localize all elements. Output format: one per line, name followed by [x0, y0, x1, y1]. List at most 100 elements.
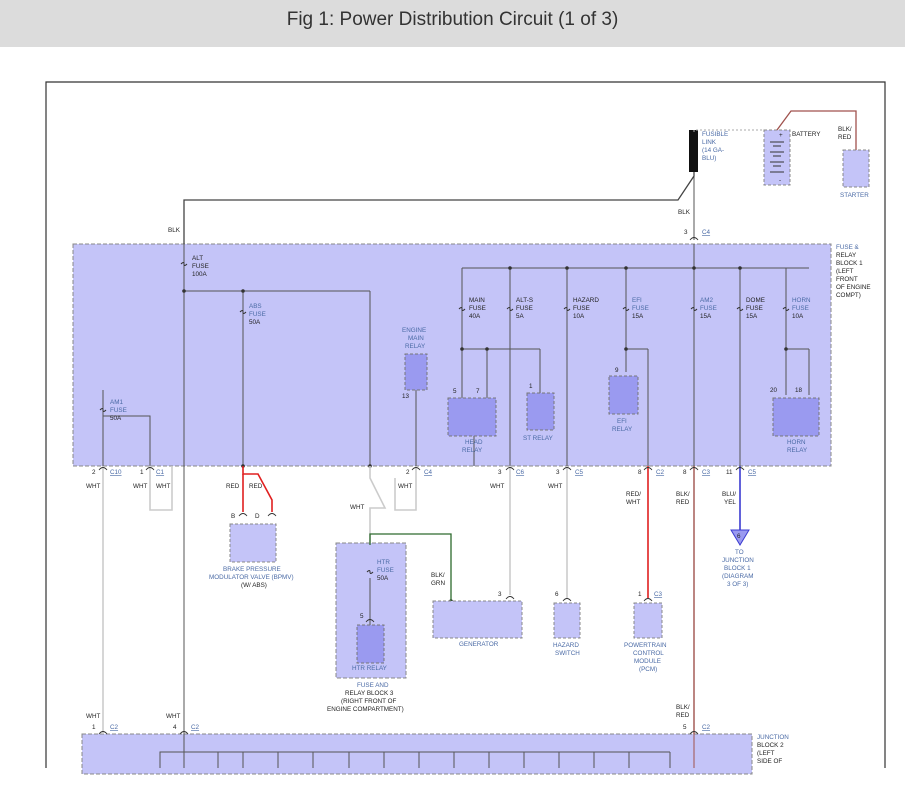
svg-text:DOME: DOME: [746, 297, 765, 304]
svg-text:MAIN: MAIN: [469, 297, 485, 304]
svg-text:1: 1: [638, 591, 642, 598]
engine-main-relay: ENGINE MAIN RELAY 13: [402, 327, 428, 400]
svg-text:FUSE: FUSE: [632, 305, 649, 312]
fusible-link: FUSIBLE LINK (14 GA- BLU): [689, 130, 728, 240]
svg-text:C2: C2: [191, 724, 200, 731]
svg-text:3: 3: [498, 591, 502, 598]
svg-text:SWITCH: SWITCH: [555, 650, 580, 657]
svg-text:2: 2: [92, 469, 96, 476]
svg-text:ALT-S: ALT-S: [516, 297, 533, 304]
svg-text:HEAD: HEAD: [465, 439, 483, 446]
svg-text:13: 13: [402, 393, 410, 400]
head-relay: 5 7 HEAD RELAY: [447, 388, 497, 454]
svg-text:GENERATOR: GENERATOR: [459, 641, 499, 648]
svg-text:20: 20: [770, 387, 778, 394]
svg-text:FUSE AND: FUSE AND: [357, 682, 389, 689]
svg-text:RELAY BLOCK 3: RELAY BLOCK 3: [345, 690, 394, 697]
svg-text:(LEFT: (LEFT: [836, 268, 854, 275]
svg-text:FUSE: FUSE: [573, 305, 590, 312]
svg-text:RED: RED: [838, 134, 852, 141]
svg-text:BLOCK 2: BLOCK 2: [757, 742, 784, 749]
svg-text:RED/: RED/: [626, 491, 641, 498]
svg-text:ABS: ABS: [249, 303, 262, 310]
to-junction-block-1: 6 TO JUNCTION BLOCK 1 (DIAGRAM 3 OF 3): [722, 529, 754, 588]
svg-text:AM1: AM1: [110, 399, 123, 406]
svg-text:LINK: LINK: [702, 139, 717, 146]
svg-text:EFI: EFI: [617, 418, 627, 425]
wire-blk-main: [183, 172, 695, 244]
svg-text:BLK/: BLK/: [676, 704, 690, 711]
junction-block-2-labels: WHT WHT 1 C2 4 C2 BLK/ RED 5 C2 JUNCTION…: [86, 704, 789, 765]
svg-text:(PCM): (PCM): [639, 666, 657, 673]
svg-text:BLU): BLU): [702, 155, 716, 162]
svg-text:C3: C3: [654, 591, 663, 598]
svg-text:RED: RED: [249, 483, 263, 490]
svg-text:RELAY: RELAY: [405, 343, 426, 350]
powertrain-control-module: 1 C3 POWERTRAIN CONTROL MODULE (PCM): [624, 591, 667, 673]
svg-text:HAZARD: HAZARD: [573, 297, 599, 304]
svg-text:POWERTRAIN: POWERTRAIN: [624, 642, 667, 649]
svg-text:WHT: WHT: [156, 483, 170, 490]
svg-text:STARTER: STARTER: [840, 192, 869, 199]
svg-text:50A: 50A: [110, 415, 122, 422]
connector-row: 2 C10 1 C1 2 C4 3 C6 3 C5 8 C2 8 C3 11 C…: [92, 469, 757, 476]
svg-text:WHT: WHT: [490, 483, 504, 490]
svg-text:C3: C3: [702, 469, 711, 476]
svg-text:COMPT): COMPT): [836, 292, 861, 299]
svg-text:BRAKE PRESSURE: BRAKE PRESSURE: [223, 566, 281, 573]
st-relay: 1 ST RELAY: [523, 383, 555, 442]
svg-text:RED: RED: [226, 483, 240, 490]
svg-text:C1: C1: [156, 469, 165, 476]
svg-text:SIDE OF: SIDE OF: [757, 758, 782, 765]
svg-text:11: 11: [726, 469, 733, 476]
svg-text:FUSE: FUSE: [192, 263, 209, 270]
svg-text:4: 4: [173, 724, 177, 731]
svg-text:8: 8: [638, 469, 642, 476]
svg-text:RED: RED: [676, 499, 690, 506]
generator: 3 GENERATOR: [432, 591, 523, 648]
svg-text:1: 1: [92, 724, 96, 731]
svg-text:5: 5: [360, 613, 364, 620]
svg-text:ENGINE: ENGINE: [402, 327, 426, 334]
svg-text:EFI: EFI: [632, 297, 642, 304]
svg-text:FUSE: FUSE: [516, 305, 533, 312]
svg-text:C2: C2: [656, 469, 665, 476]
svg-text:BLK: BLK: [168, 227, 181, 234]
svg-text:3: 3: [684, 229, 688, 236]
svg-text:C10: C10: [110, 469, 122, 476]
svg-text:RELAY: RELAY: [787, 447, 808, 454]
svg-text:FUSE: FUSE: [377, 567, 394, 574]
svg-text:B: B: [231, 513, 235, 520]
svg-text:1: 1: [529, 383, 533, 390]
svg-text:RELAY: RELAY: [836, 252, 857, 259]
svg-text:C4: C4: [702, 229, 711, 236]
wire-labels: WHT WHT WHT RED RED WHT WHT WHT WHT RED/…: [86, 483, 736, 587]
svg-text:10A: 10A: [792, 313, 804, 320]
svg-text:6: 6: [737, 533, 741, 540]
svg-text:100A: 100A: [192, 271, 208, 278]
svg-text:WHT: WHT: [548, 483, 562, 490]
svg-text:D: D: [255, 513, 260, 520]
svg-text:BLK/: BLK/: [676, 491, 690, 498]
lower-wiring: [102, 466, 741, 734]
efi-relay: 9 EFI RELAY: [608, 367, 639, 433]
block1-wiring: [102, 244, 810, 768]
wire-blk-red-starter: [776, 110, 857, 150]
htr-fuse-relay: HTR FUSE 50A 5 HTR RELAY FUSE AND RELAY …: [327, 559, 404, 713]
svg-text:C2: C2: [110, 724, 119, 731]
svg-text:+: +: [779, 132, 783, 139]
svg-text:HORN: HORN: [792, 297, 811, 304]
svg-text:HTR: HTR: [377, 559, 390, 566]
svg-text:RED: RED: [676, 712, 690, 719]
svg-text:FUSE: FUSE: [700, 305, 717, 312]
svg-text:BLOCK 1: BLOCK 1: [724, 565, 751, 572]
fuse-labels: ALT FUSE 100A ABS FUSE 50A AM1 FUSE 50A …: [110, 255, 811, 422]
svg-text:MAIN: MAIN: [408, 335, 424, 342]
junction-block-2: [81, 733, 753, 775]
svg-text:10A: 10A: [573, 313, 585, 320]
svg-text:BLK: BLK: [678, 209, 691, 216]
junction-block-2-wiring: [159, 734, 695, 768]
svg-text:ENGINE COMPARTMENT): ENGINE COMPARTMENT): [327, 706, 404, 713]
svg-text:AM2: AM2: [700, 297, 713, 304]
svg-text:C5: C5: [748, 469, 757, 476]
